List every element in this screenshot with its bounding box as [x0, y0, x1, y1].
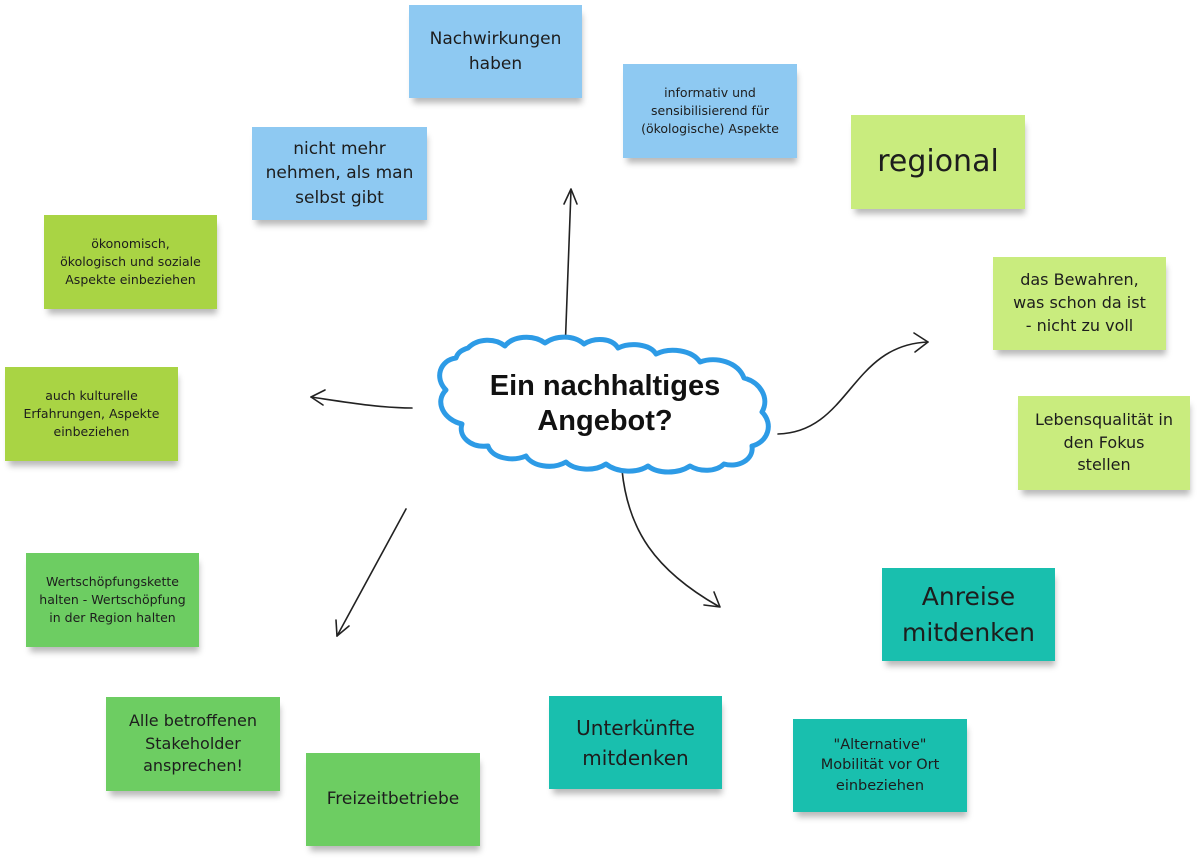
sticky-note-nicht-mehr-nehmen[interactable]: nicht mehr nehmen, als man selbst gibt	[252, 127, 427, 220]
arrow-down-right	[621, 469, 721, 608]
sticky-note-unterkuenfte[interactable]: Unterkünfte mitdenken	[549, 696, 722, 789]
arrow-down-left	[335, 508, 407, 637]
sticky-note-regional[interactable]: regional	[851, 115, 1025, 209]
sticky-note-oekonomisch[interactable]: ökonomisch, ökologisch und soziale Aspek…	[44, 215, 217, 309]
arrow-up	[563, 188, 578, 353]
arrow-right	[777, 332, 929, 435]
sticky-note-anreise[interactable]: Anreise mitdenken	[882, 568, 1055, 661]
sticky-note-kulturell[interactable]: auch kulturelle Erfahrungen, Aspekte ein…	[5, 367, 178, 461]
sticky-note-wertschoepfung[interactable]: Wertschöpfungskette halten - Wertschöpfu…	[26, 553, 199, 647]
sticky-note-mobilitaet[interactable]: "Alternative" Mobilität vor Ort einbezie…	[793, 719, 967, 812]
sticky-note-stakeholder[interactable]: Alle betroffenen Stakeholder ansprechen!	[106, 697, 280, 791]
sticky-note-bewahren[interactable]: das Bewahren, was schon da ist - nicht z…	[993, 257, 1166, 350]
sticky-note-informativ[interactable]: informativ und sensibilisierend für (öko…	[623, 64, 797, 158]
arrow-left	[310, 389, 413, 409]
center-cloud	[437, 334, 771, 475]
central-question: Ein nachhaltiges Angebot?	[489, 370, 721, 437]
sticky-note-nachwirkungen[interactable]: Nachwirkungen haben	[409, 5, 582, 98]
sticky-note-freizeitbetriebe[interactable]: Freizeitbetriebe	[306, 753, 480, 846]
sticky-note-lebensqualitaet[interactable]: Lebensqualität in den Fokus stellen	[1018, 396, 1190, 490]
